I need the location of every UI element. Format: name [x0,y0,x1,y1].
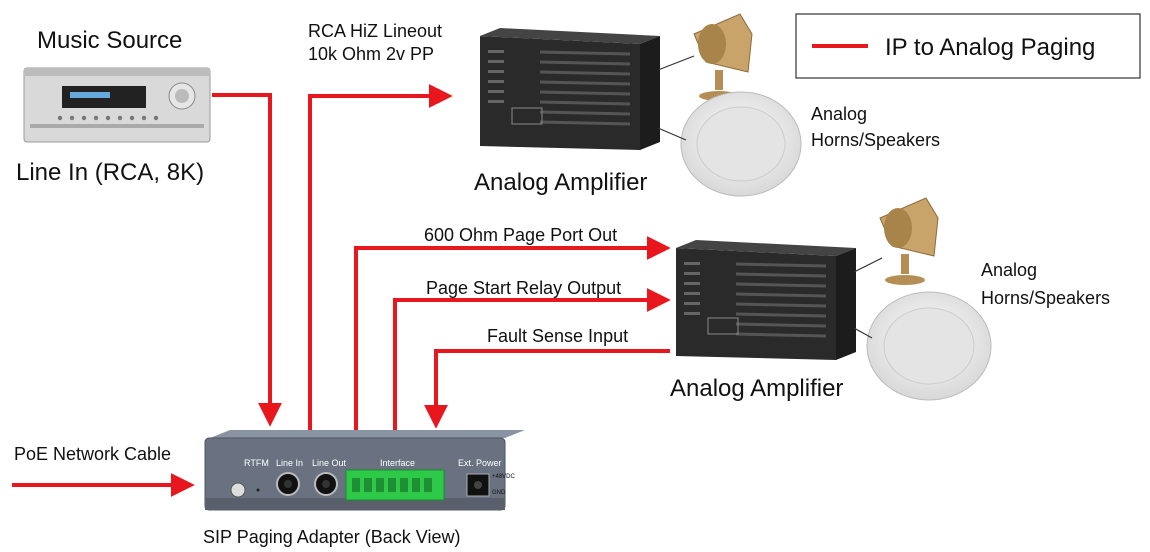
panel-volt: +48VDC [492,474,516,480]
ceiling-speaker-top [680,91,802,197]
ceiling-speaker-bottom [866,291,992,401]
amplifier-bottom [676,240,856,360]
panel-rtfm: RTFM [244,458,269,468]
rca-label-line1: RCA HiZ Lineout [308,21,442,41]
sip-paging-adapter: RTFM Line In Line Out Interface Ext. Pow… [204,430,525,511]
legend: IP to Analog Paging [795,13,1141,79]
rca-label-line2: 10k Ohm 2v PP [308,44,434,64]
relay-label: Page Start Relay Output [426,278,621,298]
horn-speaker-bottom [879,197,939,285]
poe-label: PoE Network Cable [14,444,171,464]
panel-line-out: Line Out [312,458,347,468]
page-port-label: 600 Ohm Page Port Out [424,225,617,245]
line-in-label: Line In (RCA, 8K) [16,159,204,186]
panel-gnd: GND [492,490,506,496]
legend-label: IP to Analog Paging [885,34,1095,61]
arrow-relay [393,288,671,440]
adapter-label: SIP Paging Adapter (Back View) [203,527,460,547]
speakers-top-label-2: Horns/Speakers [811,130,940,150]
rtfm-button [230,482,246,498]
amplifier-top [480,28,660,150]
arrow-music-to-line-in [212,93,282,427]
speakers-bottom-label-1: Analog [981,260,1037,280]
speakers-top-label-1: Analog [811,104,867,124]
speakers-bottom-label-2: Horns/Speakers [981,288,1110,308]
fault-sense-label: Fault Sense Input [487,326,628,346]
panel-interface: Interface [380,458,415,468]
panel-line-in: Line In [276,458,303,468]
horn-speaker-top [693,13,753,101]
arrow-rca-lineout [308,84,453,440]
panel-ext-power: Ext. Power [458,458,502,468]
music-source-label: Music Source [37,27,182,54]
arrow-fault-sense [424,349,670,429]
amplifier-bottom-label: Analog Amplifier [670,375,843,402]
music-source-receiver [23,67,211,143]
interface-terminal-block [345,469,445,501]
amplifier-top-label: Analog Amplifier [474,169,647,196]
arrow-page-port [354,236,671,440]
